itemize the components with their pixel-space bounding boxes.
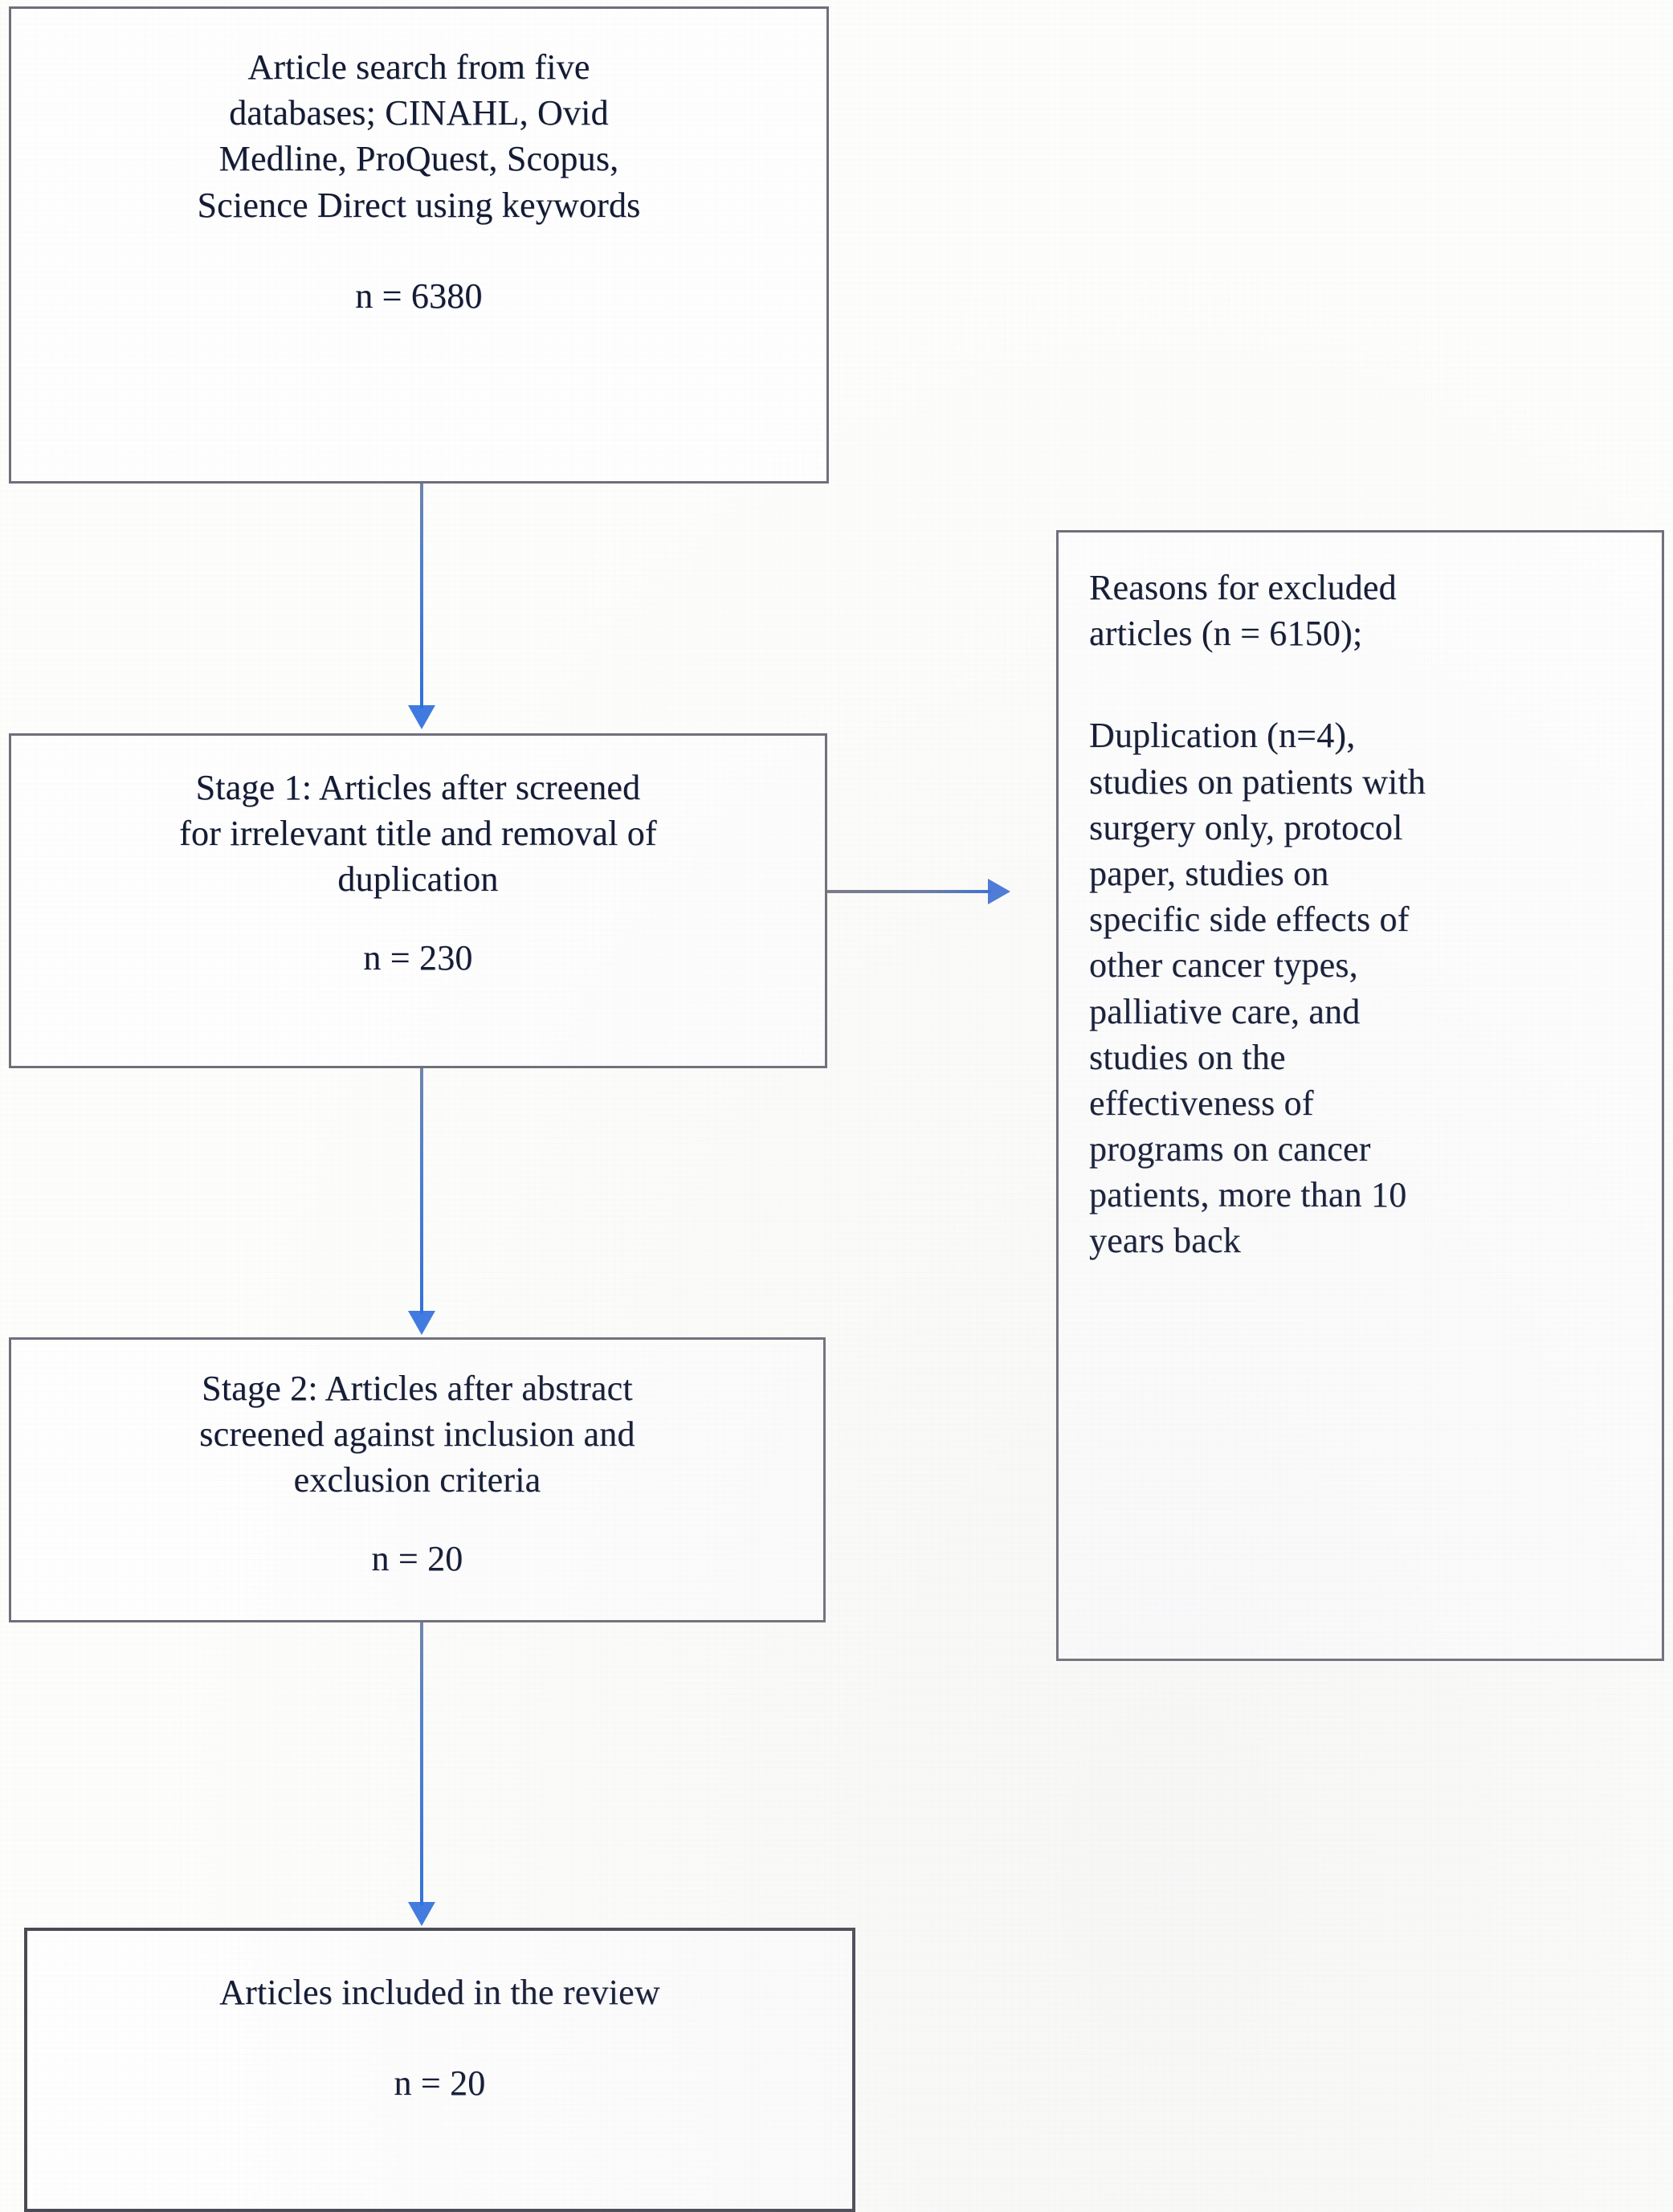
- search-line-2: databases; CINAHL, Ovid: [229, 93, 609, 133]
- arrow-stage1-to-excluded-icon: [827, 877, 1010, 906]
- search-line-1: Article search from five: [247, 47, 590, 87]
- excluded-heading-line-1: Reasons for excluded: [1089, 568, 1397, 607]
- excluded-body-line-5: specific side effects of: [1089, 900, 1410, 940]
- arrow-shaft: [420, 1068, 423, 1314]
- stage1-line-3: duplication: [337, 859, 499, 900]
- stage1-box: Stage 1: Articles after screened for irr…: [9, 733, 827, 1068]
- stage2-line-3: exclusion criteria: [293, 1460, 541, 1500]
- excluded-spacer: [1089, 656, 1634, 712]
- search-count: n = 6380: [355, 275, 483, 316]
- search-box: Article search from five databases; CINA…: [9, 6, 829, 484]
- arrow-head: [408, 1311, 435, 1335]
- search-line-4: Science Direct using keywords: [197, 185, 641, 225]
- included-count: n = 20: [394, 2063, 486, 2104]
- arrow-search-to-stage1-icon: [396, 484, 447, 729]
- excluded-body-line-1: Duplication (n=4),: [1089, 716, 1356, 756]
- excluded-body-line-11: patients, more than 10: [1089, 1175, 1407, 1215]
- stage2-count: n = 20: [371, 1538, 463, 1578]
- arrow-head: [988, 879, 1010, 904]
- arrow-shaft: [827, 890, 991, 893]
- excluded-body-line-12: years back: [1089, 1221, 1241, 1261]
- stage1-line-2: for irrelevant title and removal of: [179, 814, 657, 854]
- arrow-head: [408, 705, 435, 729]
- excluded-body-line-9: effectiveness of: [1089, 1083, 1314, 1123]
- excluded-body-line-8: studies on the: [1089, 1037, 1286, 1077]
- excluded-body-line-3: surgery only, protocol: [1089, 807, 1403, 847]
- stage2-spacer: [43, 1504, 791, 1536]
- excluded-body-line-7: palliative care, and: [1089, 991, 1361, 1031]
- included-spacer: [59, 2015, 820, 2060]
- excluded-body-line-4: paper, studies on: [1089, 853, 1329, 893]
- stage2-line-1: Stage 2: Articles after abstract: [202, 1369, 633, 1408]
- excluded-reasons-box: Reasons for excluded articles (n = 6150)…: [1056, 530, 1664, 1661]
- arrow-stage2-to-included-icon: [396, 1622, 447, 1926]
- stage2-line-2: screened against inclusion and: [199, 1414, 635, 1455]
- stage1-count: n = 230: [363, 937, 473, 977]
- arrow-head: [408, 1902, 435, 1926]
- excluded-body-line-10: programs on cancer: [1089, 1129, 1371, 1169]
- arrow-stage1-to-stage2-icon: [396, 1068, 447, 1335]
- stage1-line-1: Stage 1: Articles after screened: [195, 768, 641, 807]
- stage1-spacer: [43, 903, 793, 935]
- search-line-3: Medline, ProQuest, Scopus,: [218, 139, 619, 179]
- stage2-box: Stage 2: Articles after abstract screene…: [9, 1337, 826, 1622]
- excluded-body-line-2: studies on patients with: [1089, 761, 1426, 802]
- included-box: Articles included in the review n = 20: [24, 1928, 855, 2212]
- arrow-shaft: [420, 1622, 423, 1905]
- search-spacer: [50, 228, 788, 273]
- excluded-heading-line-2: articles (n = 6150);: [1089, 614, 1363, 654]
- excluded-body-line-6: other cancer types,: [1089, 945, 1358, 986]
- arrow-shaft: [420, 484, 423, 708]
- included-line-1: Articles included in the review: [219, 1973, 660, 2012]
